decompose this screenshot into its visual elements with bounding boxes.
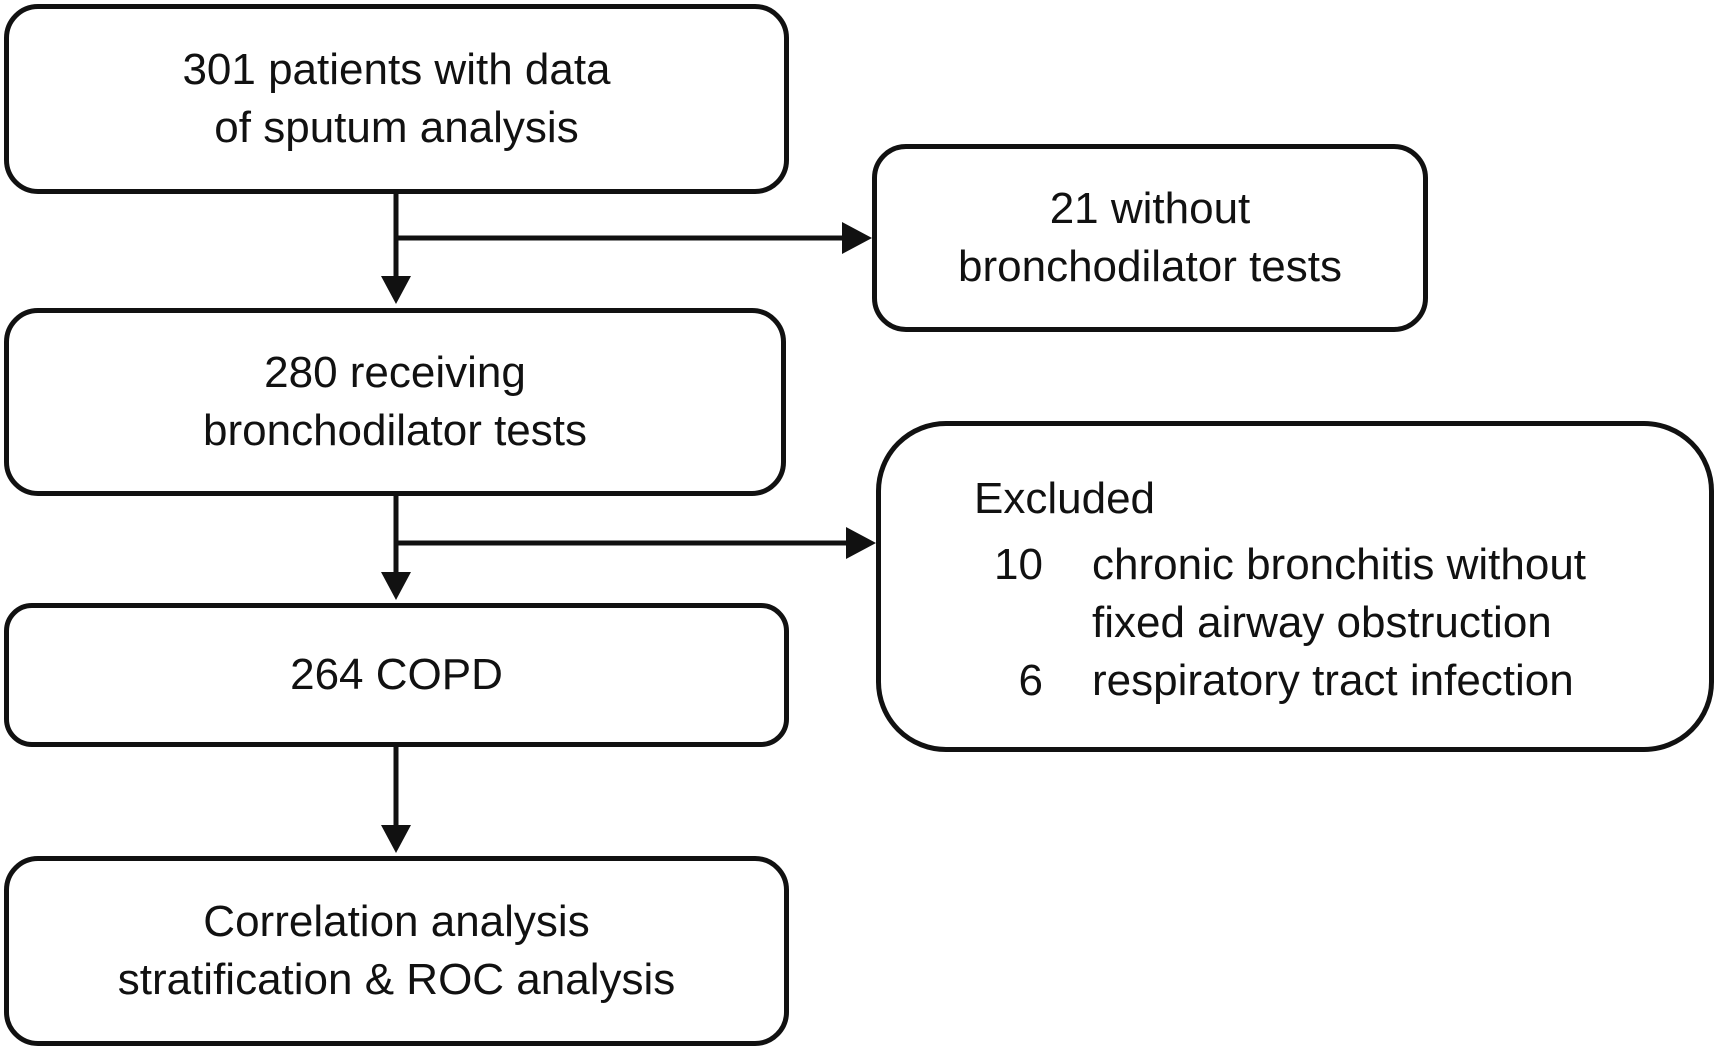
no-bronchodilator-box: 21 without bronchodilator tests (872, 144, 1428, 332)
arrowhead-bd (381, 276, 411, 304)
arrowhead-copd (381, 572, 411, 600)
excluded-item-line: chronic bronchitis without (1092, 540, 1587, 589)
start-box: 301 patients with data of sputum analysi… (4, 4, 789, 194)
no-bronchodilator-line: bronchodilator tests (958, 242, 1342, 291)
excluded-item-text: chronic bronchitis without fixed airway … (1092, 536, 1586, 652)
bronchodilator-tests-line: 280 receiving (264, 348, 526, 397)
arrowhead-analysis (381, 825, 411, 853)
excluded-item-line: fixed airway obstruction (1092, 598, 1552, 647)
bronchodilator-tests-box: 280 receiving bronchodilator tests (4, 308, 786, 496)
excluded-item-line: respiratory tract infection (1092, 656, 1574, 705)
start-box-line: of sputum analysis (214, 103, 579, 152)
excluded-item-text: respiratory tract infection (1092, 652, 1574, 710)
excluded-box: Excluded 10 chronic bronchitis without f… (876, 421, 1714, 752)
excluded-item-count: 6 (1018, 656, 1043, 705)
no-bronchodilator-line: 21 without (1049, 184, 1251, 233)
analysis-line: stratification & ROC analysis (117, 955, 676, 1004)
start-box-line: 301 patients with data (182, 45, 611, 94)
bronchodilator-tests-line: bronchodilator tests (203, 406, 587, 455)
arrowhead-excluded (846, 527, 876, 559)
excluded-item-count: 10 (994, 540, 1043, 589)
arrowhead-no-bd (842, 222, 872, 254)
excluded-title: Excluded (974, 474, 1156, 523)
analysis-box: Correlation analysis stratification & RO… (4, 856, 789, 1046)
copd-box: 264 COPD (4, 603, 789, 747)
copd-line: 264 COPD (290, 650, 503, 699)
analysis-line: Correlation analysis (203, 897, 590, 946)
